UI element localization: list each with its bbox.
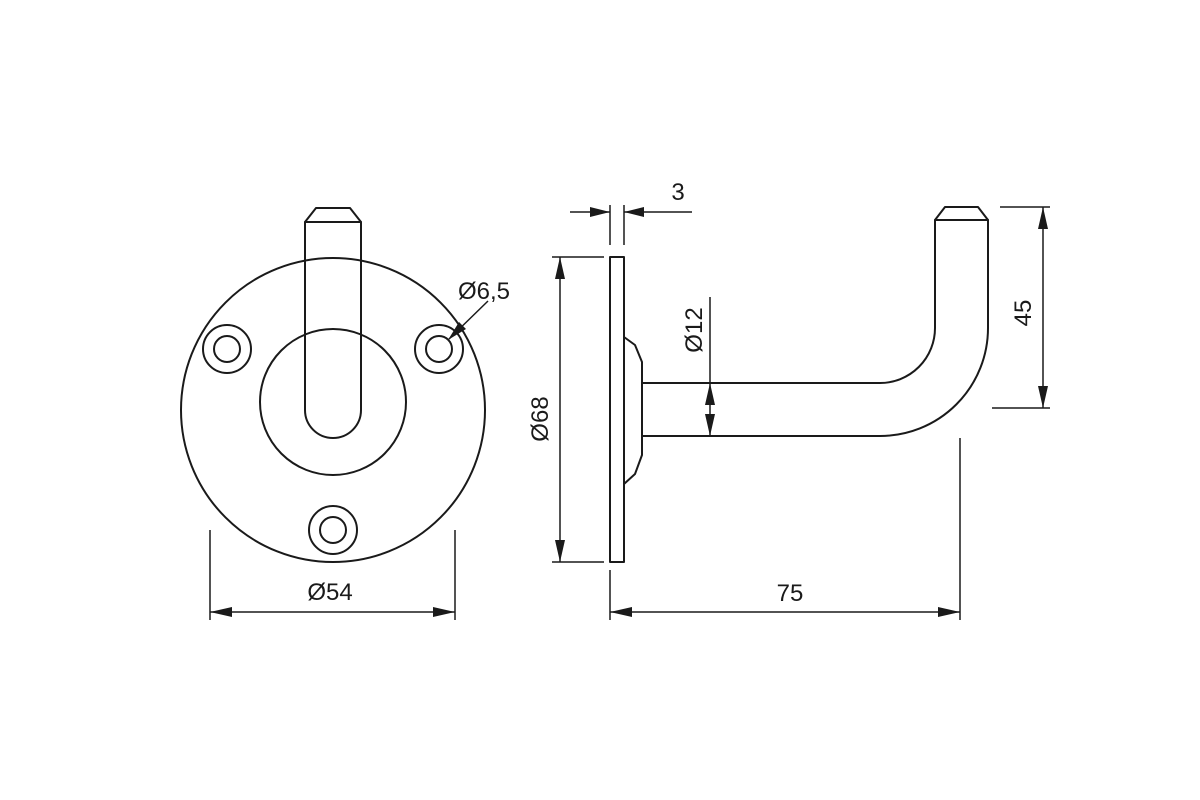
label-rod-diameter: Ø12 [681, 307, 708, 352]
mounting-hole-left [202, 324, 252, 374]
side-view: 3 Ø68 Ø12 45 [527, 179, 1050, 620]
label-plate-diameter: Ø54 [307, 579, 352, 606]
dimension-plate-height: Ø68 [527, 256, 604, 563]
dimension-rod-diameter: Ø12 [681, 297, 715, 436]
center-boss [259, 328, 407, 476]
dimension-plate-diameter: Ø54 [209, 530, 456, 620]
hook-rod-front [304, 207, 362, 439]
mounting-plate-outline [180, 257, 486, 563]
dimension-hook-height: 45 [992, 206, 1050, 409]
label-hook-height: 45 [1010, 300, 1037, 327]
plate-side [609, 256, 625, 563]
dimension-hole-diameter: Ø6,5 [448, 278, 510, 340]
label-projection: 75 [777, 580, 804, 607]
mounting-hole-bottom [308, 505, 358, 555]
label-plate-height: Ø68 [527, 396, 554, 441]
dimension-projection: 75 [609, 438, 961, 620]
label-plate-thickness: 3 [671, 179, 684, 206]
mounting-hole-right [414, 324, 464, 374]
label-hole-diameter: Ø6,5 [458, 278, 510, 305]
dimension-plate-thickness: 3 [570, 179, 692, 245]
front-view: Ø54 Ø6,5 [180, 207, 510, 620]
boss-side [623, 336, 643, 485]
hook-rod-side [641, 206, 989, 437]
